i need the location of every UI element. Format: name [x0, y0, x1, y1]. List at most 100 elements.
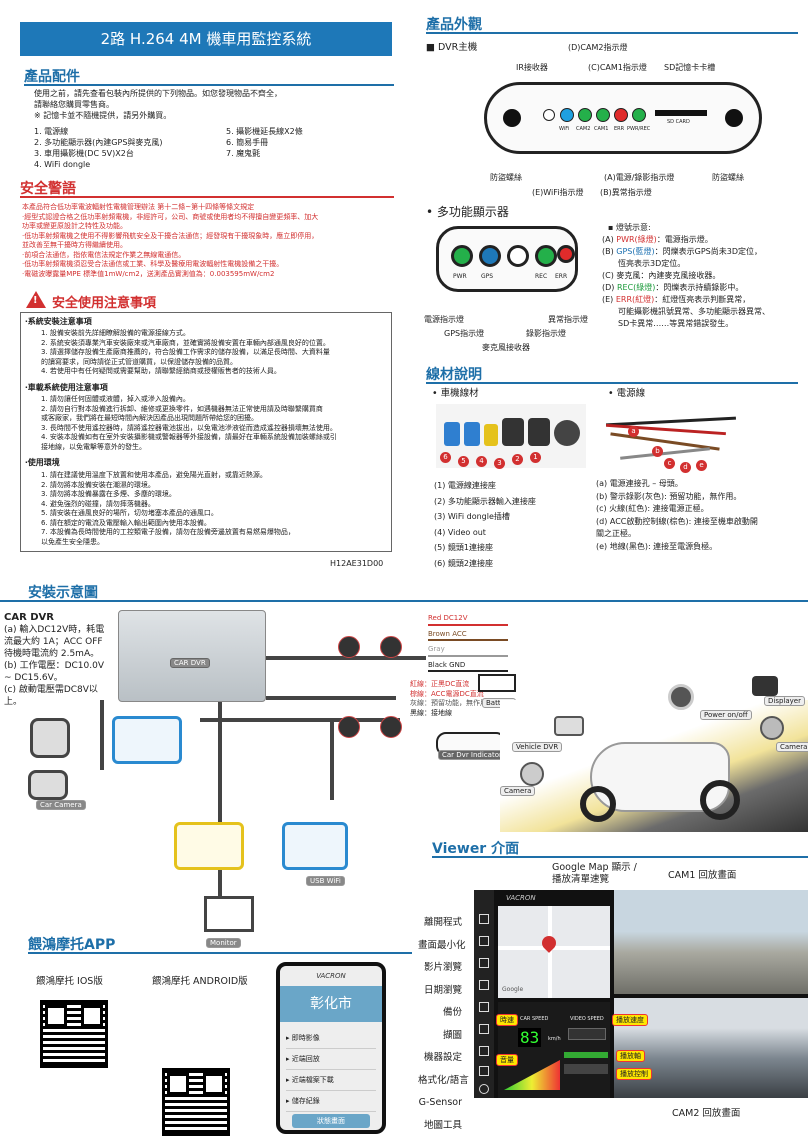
legend-e2: 可能攝影機訊號異常、多功能顯示器異常、: [618, 307, 770, 316]
settings-icon[interactable]: [479, 1046, 489, 1056]
progress-bar[interactable]: [564, 1052, 608, 1058]
car-camera-icon: [30, 718, 70, 758]
viewer-brand: VACRON: [506, 894, 536, 902]
camera-side-icon: [760, 716, 784, 740]
camera-small-icon: [520, 762, 544, 786]
connector-3-icon: [338, 716, 360, 738]
legend-e: (E) ERR(紅燈)：紅燈恆亮表示判斷異常，: [602, 295, 751, 304]
app-rule: [28, 952, 412, 954]
battery-icon: [478, 674, 516, 692]
exit-icon[interactable]: [479, 914, 489, 924]
safety-warning-rule: [20, 196, 394, 198]
car-speed-label: CAR SPEED: [520, 1016, 549, 1022]
light-legend: ▪ 燈號示意: (A) PWR(綠燈)：電源指示燈。 (B) GPS(藍燈)：閃…: [602, 222, 808, 330]
connector-4-icon: [380, 716, 402, 738]
appearance-heading: 產品外觀: [426, 17, 482, 33]
backup-icon[interactable]: [479, 1002, 489, 1012]
warning-exclamation: !: [33, 295, 38, 306]
display-rec-text: REC: [535, 273, 548, 280]
cable-image-box: [112, 716, 182, 764]
cable-main-h2: [266, 696, 396, 700]
display-gps-led-icon: [479, 245, 501, 267]
speed-slider[interactable]: [568, 1028, 606, 1040]
motorcycle-wheel-front: [700, 780, 740, 820]
car-dvr-spec: (a) 輸入DC12V時，耗電 流最大約 1A；ACC OFF 待機時電流約 2…: [4, 625, 105, 707]
label-cam1-light: (C)CAM1指示燈: [588, 63, 647, 72]
label-screw-left: 防盜螺絲: [490, 173, 522, 182]
viewer-toolbar: [474, 890, 494, 1098]
phone-item-playback[interactable]: ▸ 近端回放: [286, 1049, 376, 1070]
sec1-title: ‧系統安裝注意事項: [25, 317, 92, 326]
accessories-rule: [24, 84, 394, 86]
minimize-icon[interactable]: [479, 936, 489, 946]
motorcycle-wheel-rear: [580, 786, 616, 822]
display-rec-led-icon: [535, 245, 557, 267]
viewer-cam1-label: CAM1 回放畫面: [668, 870, 737, 881]
legend-e3: SD卡異常……等異常錯誤發生。: [618, 319, 734, 328]
snapshot-icon[interactable]: [479, 1024, 489, 1034]
dvr-small-icon: [554, 716, 584, 736]
label-err-light: (B)異常指示燈: [600, 188, 652, 197]
format-icon[interactable]: [479, 1066, 489, 1076]
marker-1: 1: [530, 452, 541, 463]
legend-a: (A) PWR(綠燈)：電源指示燈。: [602, 235, 713, 244]
panel-pwr: PWR/REC: [627, 126, 651, 132]
marker-3: 3: [494, 458, 505, 469]
safety-notes-heading: 安全使用注意事項: [52, 296, 157, 311]
speed-value: 83: [518, 1028, 542, 1047]
sec2-title: ‧車載系統使用注意事項: [25, 383, 108, 392]
phone-item-records[interactable]: ▸ 儲存紀錄: [286, 1091, 376, 1112]
phone-item-download[interactable]: ▸ 近端檔案下載: [286, 1070, 376, 1091]
cam1-view: [614, 890, 808, 994]
list-item: 1. 電源線: [34, 127, 69, 136]
playback-controls[interactable]: [564, 1064, 608, 1074]
cable-to-usb: [330, 720, 334, 800]
list-item: 5. 攝影機延長線X2條: [226, 127, 303, 136]
date-browse-icon[interactable]: [479, 980, 489, 990]
viewer-window: VACRON Google CAR SPEED VIDEO SPEED 83 k…: [474, 890, 808, 1098]
legend-c: (C) 麥克風：內建麥克風接收器。: [602, 271, 721, 280]
viewer-rule: [432, 856, 808, 858]
install-rule: [0, 600, 808, 602]
phone-status-button[interactable]: 狀態畫面: [292, 1114, 370, 1128]
video-browse-icon[interactable]: [479, 958, 489, 968]
label-mic: 麥克風接收器: [482, 343, 530, 352]
video-plug-box: [174, 822, 244, 870]
label-err-light-2: 異常指示燈: [548, 315, 588, 324]
wire-labels: Red DC12V Brown ACC Gray Black GND: [428, 614, 508, 672]
cam2-view: [614, 998, 808, 1098]
phone-city: 彰化市: [280, 986, 382, 1022]
display-body: PWR GPS REC ERR: [436, 226, 578, 292]
list-item: 7. 魔鬼氈: [226, 149, 261, 158]
list-item: 3. 車用攝影機(DC 5V)X2台: [34, 149, 134, 158]
power-cable-image: [600, 400, 750, 472]
vehicle-dvr-label: Vehicle DVR: [512, 742, 563, 752]
label-ir: IR接收器: [516, 63, 548, 72]
map-tool-icon[interactable]: [479, 1084, 489, 1094]
screw-left-icon: [503, 109, 521, 127]
panel-cam1: CAM1: [594, 126, 609, 132]
usb-wifi-box: [282, 822, 348, 870]
err-led-icon: [614, 108, 628, 122]
model-code: H12AE31D00: [330, 559, 384, 568]
label-pwr-light: (A)電源/錄影指示燈: [604, 173, 675, 182]
connector-2-icon: [380, 636, 402, 658]
cables-right-list: (a) 電源連接孔 – 母頭。 (b) 警示錄影(灰色): 預留功能，無作用。 …: [596, 479, 758, 551]
label-cam2-light: (D)CAM2指示燈: [568, 43, 628, 52]
sd-card-label: SD CARD: [667, 119, 690, 125]
list-item: 6. 簡易手冊: [226, 138, 269, 147]
google-logo: Google: [502, 986, 524, 993]
sec3-title: ‧使用環境: [25, 458, 60, 467]
marker-b: b: [652, 446, 663, 457]
tag-time: 時速: [496, 1014, 518, 1026]
phone-brand: VACRON: [316, 972, 346, 980]
label-sd-slot: SD記憶卡卡槽: [664, 63, 716, 72]
tag-volume: 音量: [496, 1054, 518, 1066]
displayer-icon: [752, 676, 778, 696]
cable-main-h3: [200, 718, 400, 722]
install-heading: 安裝示意圖: [28, 585, 98, 601]
viewer-google-label: Google Map 顯示 / 播放清單速覽: [552, 862, 637, 885]
app-heading: 餵鴻摩托APP: [28, 937, 116, 953]
phone-item-live[interactable]: ▸ 即時影像: [286, 1028, 376, 1049]
sec3-list: 1. 請在建議使用溫度下放置和使用本產品，避免陽光直射，或靠近熱源。 2. 請勿…: [41, 471, 295, 546]
